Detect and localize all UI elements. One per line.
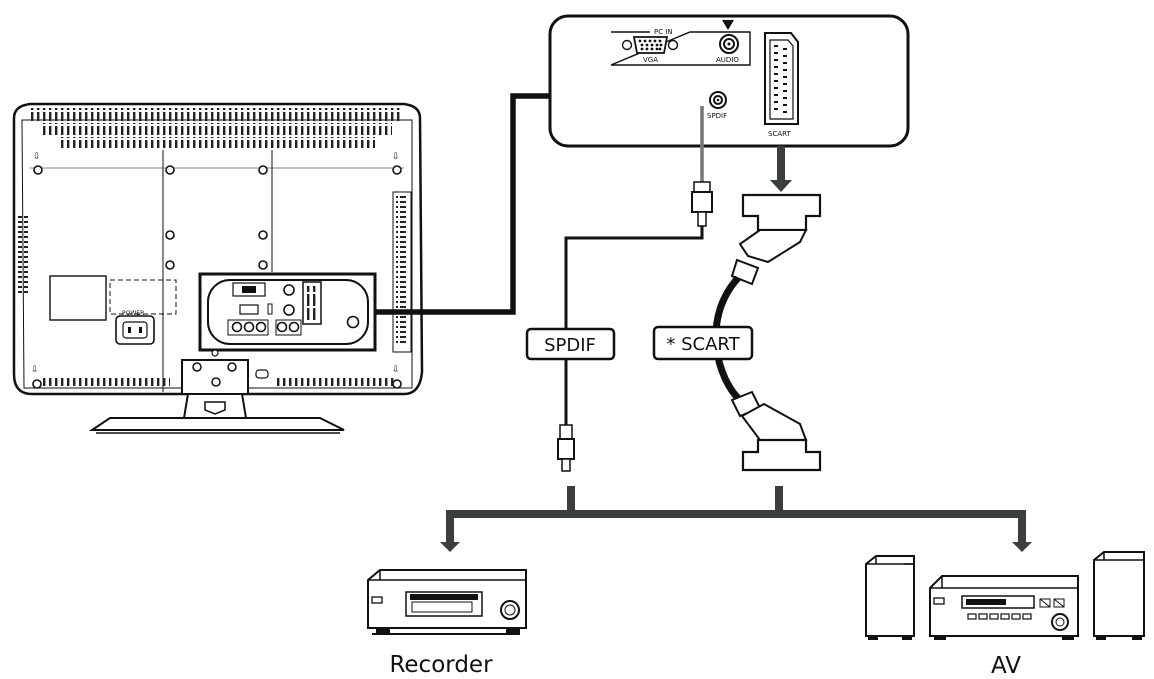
svg-text:⇩: ⇩ [392, 365, 400, 375]
av-system-icon [865, 551, 1145, 640]
audio-label: AUDIO [716, 56, 739, 64]
av-label: AV [991, 653, 1021, 679]
distribution-bus [440, 486, 1032, 552]
svg-text:⇩: ⇩ [392, 152, 400, 162]
spdif-cable-label-text: SPDIF [544, 335, 596, 356]
audio-port [719, 34, 739, 54]
scart-port-label: SCART [768, 130, 791, 138]
svg-text:⇩: ⇩ [33, 152, 41, 162]
zoom-connector-line [375, 93, 550, 315]
scart-cable-label-text: * SCART [666, 334, 740, 355]
arrow-down-icon [722, 20, 734, 30]
connector-panel: PC IN VGA AUDIO SPDIF [548, 14, 910, 148]
spdif-port [709, 91, 727, 109]
arrow-down-icon [1012, 542, 1032, 552]
scart-cable-label: * SCART [652, 325, 754, 361]
scart-port [764, 32, 799, 125]
vga-port [621, 36, 679, 54]
arrow-down-icon [440, 542, 460, 552]
svg-text:⇩: ⇩ [31, 365, 39, 375]
spdif-cable [557, 106, 713, 472]
pc-in-label: PC IN [654, 28, 673, 36]
power-label: POWER [122, 310, 144, 317]
spdif-cable-label: SPDIF [525, 327, 616, 361]
recorder-label: Recorder [389, 652, 493, 678]
scart-cable [712, 146, 822, 472]
vga-label: VGA [643, 56, 658, 64]
tv-back: ⇩ ⇩ ⇩ ⇩ POWER [12, 102, 424, 434]
spdif-port-label: SPDIF [707, 112, 727, 120]
recorder-icon [367, 569, 527, 635]
